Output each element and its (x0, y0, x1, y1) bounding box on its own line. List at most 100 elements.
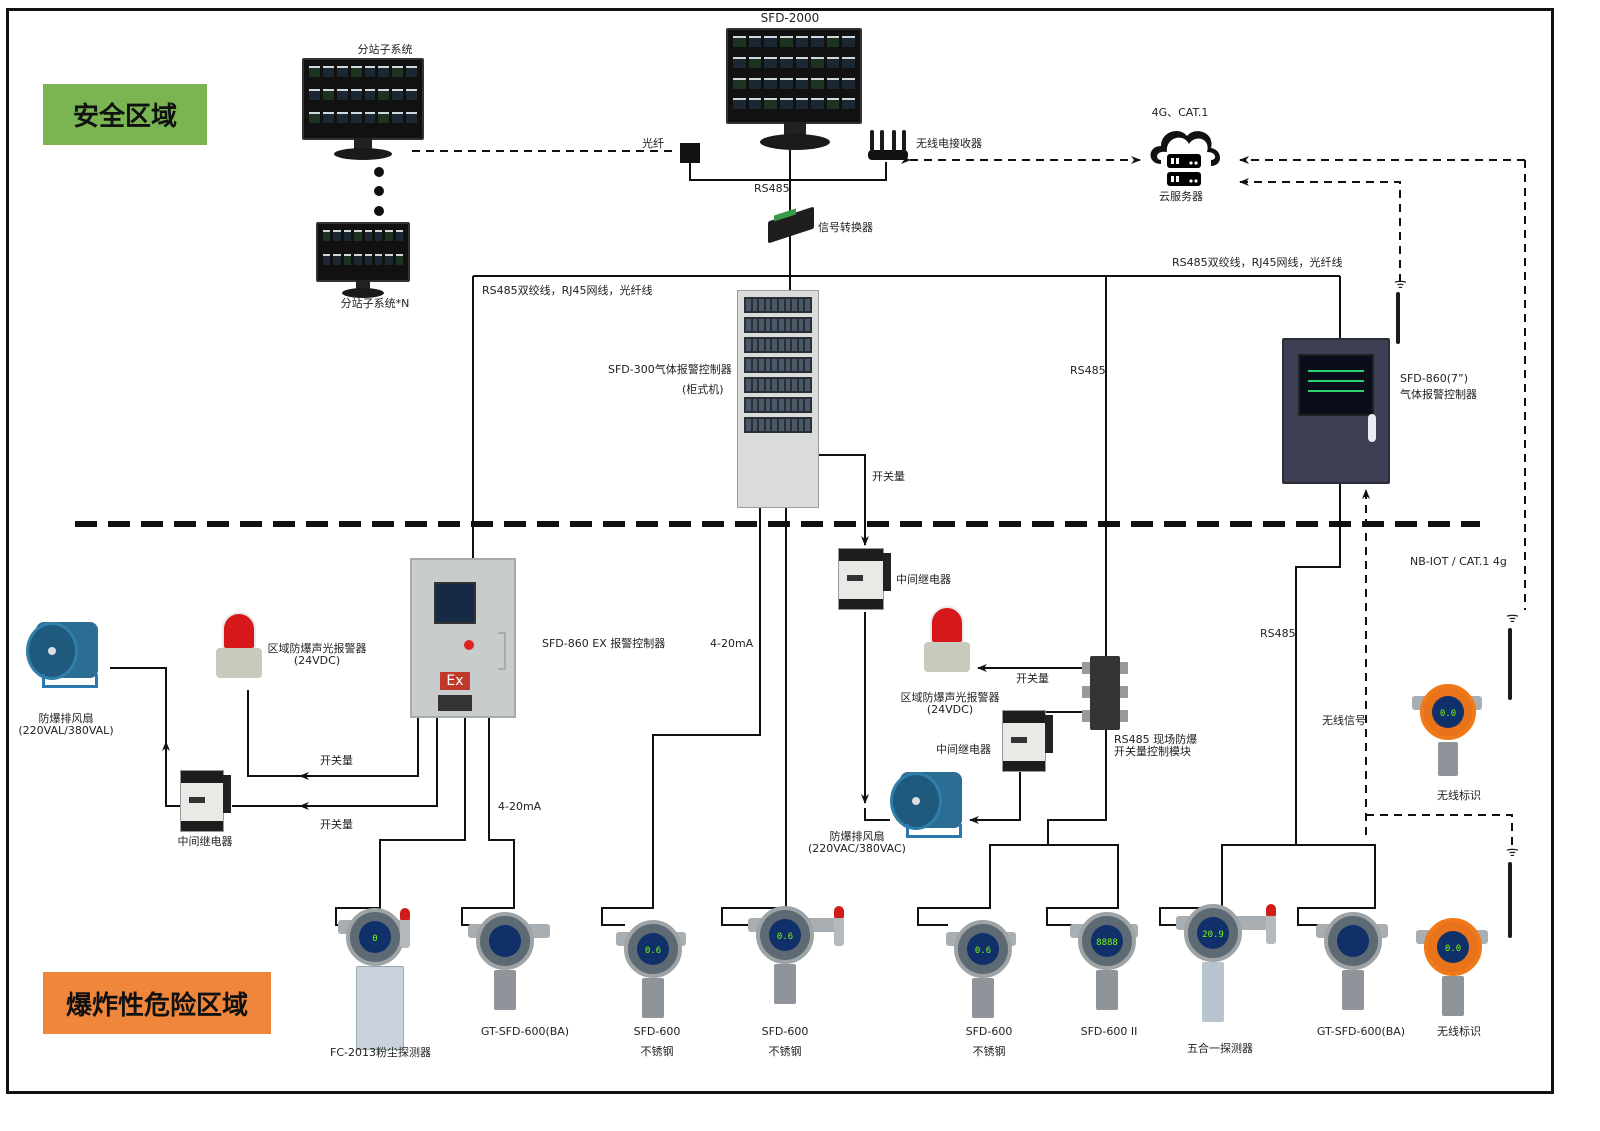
detector-label: GT-SFD-600(BA) (1316, 1025, 1406, 1038)
alarm-mid (922, 606, 972, 686)
sfd300-cabinet (737, 290, 819, 508)
sfd860-sublabel: 气体报警控制器 (1400, 388, 1477, 401)
gas-detector (468, 912, 560, 1022)
detector-label: SFD-600 (633, 1025, 681, 1038)
detector-head (346, 908, 404, 966)
detector-probe (1096, 970, 1118, 1010)
sfd300-label: SFD-300气体报警控制器 (608, 363, 732, 376)
wireless-signal-label: 无线信号 (1322, 714, 1366, 727)
detector-display: 20.9 (1197, 917, 1229, 949)
fan-mid-sublabel: (220VAC/380VAC) (808, 842, 906, 855)
detector-display (1337, 925, 1369, 957)
detector-material-label: 不锈钢 (972, 1045, 1006, 1058)
ma-lower-label: 4-20mA (498, 800, 542, 813)
alarm-mid-sublabel: (24VDC) (926, 703, 974, 716)
detector-head (1424, 918, 1482, 976)
wifi-icon-lower: ᯤ (1506, 844, 1519, 860)
alarm-left-sublabel: (24VDC) (293, 654, 341, 667)
detector-display: 0 (359, 921, 391, 953)
upper-tag-reading: 0.0 (1439, 708, 1457, 719)
detector-display: 0.0 (1437, 931, 1469, 963)
relay-mid2-label: 中间继电器 (936, 743, 991, 756)
detector-head (624, 920, 682, 978)
substation-n-label: 分站子系统*N (340, 297, 410, 310)
wifi-icon-upper: ᯤ (1506, 610, 1519, 626)
gas-detector: 0.6 (616, 920, 696, 1030)
wireless-receiver (868, 130, 908, 160)
detector-reading: 0.6 (644, 945, 662, 956)
sfd860ex-label: SFD-860 EX 报警控制器 (542, 637, 666, 650)
detector-reading: 20.9 (1202, 929, 1224, 940)
detector-label: GT-SFD-600(BA) (480, 1025, 570, 1038)
detector-probe (642, 978, 664, 1018)
sfd860-label: SFD-860(7”) (1400, 372, 1469, 385)
cloud-network-label: 4G、CAT.1 (1151, 106, 1209, 119)
alarm-left (214, 612, 264, 692)
detector-reading: 0.6 (776, 931, 794, 942)
gas-detector: 0 (338, 908, 414, 1050)
gas-detector: 8888 (1070, 912, 1148, 1022)
switch-qty-top-label: 开关量 (872, 470, 905, 483)
nbiot-label: NB-IOT / CAT.1 4g (1410, 555, 1507, 568)
detector-display: 8888 (1091, 925, 1123, 957)
sfd2000-label: SFD-2000 (760, 11, 820, 25)
fan-left-sublabel: (220VAL/380VAL) (18, 724, 114, 737)
fan-mid-label: 防爆排风扇 (829, 830, 885, 843)
hazard-zone-text: 爆炸性危险区域 (65, 990, 248, 1021)
detector-label: 无线标识 (1437, 1025, 1481, 1038)
dust-sensor-box (356, 966, 404, 1050)
detector-probe (1202, 962, 1224, 1022)
detector-display: 0.6 (967, 933, 999, 965)
detector-probe (972, 978, 994, 1018)
detector-reading: 0.0 (1444, 943, 1462, 954)
sfd2000-monitor (726, 28, 862, 150)
wireless-tag-upper-label: 无线标识 (1437, 789, 1481, 802)
io-module (1082, 656, 1128, 730)
detector-label: SFD-600 II (1080, 1025, 1138, 1038)
fan-mid (890, 772, 978, 852)
detector-head (1078, 912, 1136, 970)
detector-material-label: 不锈钢 (768, 1045, 802, 1058)
gas-detector: 0.6 (946, 920, 1026, 1030)
detector-display: 0.6 (769, 919, 801, 951)
cloud-server-icon (1150, 131, 1220, 186)
alarm-left-label: 区域防爆声光报警器 (267, 642, 367, 655)
detector-probe (774, 964, 796, 1004)
fiber-label: 光纤 (642, 137, 664, 150)
detector-probe (1442, 976, 1464, 1016)
beacon-icon (1266, 904, 1276, 944)
sfd860ex-controller: Ex (410, 558, 516, 718)
beacon-icon (400, 908, 410, 948)
detector-label: 五合一探测器 (1187, 1042, 1253, 1055)
fan-left (26, 622, 114, 702)
relay-left (180, 770, 231, 832)
relay-left-label: 中间继电器 (177, 835, 233, 848)
wireless-receiver-label: 无线电接收器 (916, 137, 982, 150)
substation-monitor (302, 58, 424, 160)
fiber-switch (680, 143, 700, 163)
rs485-top-label: RS485 (754, 182, 790, 195)
cabling-right-label: RS485双绞线，RJ45网线，光纤线 (1172, 256, 1343, 269)
detector-reading: 8888 (1096, 937, 1118, 948)
ma-left-label: 4-20mA (710, 637, 754, 650)
relay-mid2 (1002, 710, 1053, 772)
detector-probe (494, 970, 516, 1010)
detector-label: SFD-600 (761, 1025, 809, 1038)
rs485-mid-label: RS485 (1070, 364, 1106, 377)
wireless-detector-upper: 0.0 (1412, 684, 1502, 780)
hazard-zone-label: 爆炸性危险区域 (43, 972, 271, 1034)
gas-detector: 0.6 (748, 906, 848, 1016)
cabling-left-label: RS485双绞线，RJ45网线，光纤线 (482, 284, 653, 297)
substation-label: 分站子系统 (357, 43, 413, 56)
gas-detector: 0.0 (1416, 918, 1498, 1028)
io-module-sublabel: 开关量控制模块 (1114, 745, 1191, 758)
wifi-icon: ᯤ (1394, 276, 1407, 292)
fan-left-label: 防爆排风扇 (38, 712, 94, 725)
gas-detector: 20.9 (1176, 904, 1280, 1022)
switch-qty-b-label: 开关量 (320, 818, 353, 831)
upper-tag-antenna (1508, 628, 1512, 700)
detector-probe (1342, 970, 1364, 1010)
rs485-right-label: RS485 (1260, 627, 1296, 640)
detector-reading: 0 (372, 933, 378, 944)
